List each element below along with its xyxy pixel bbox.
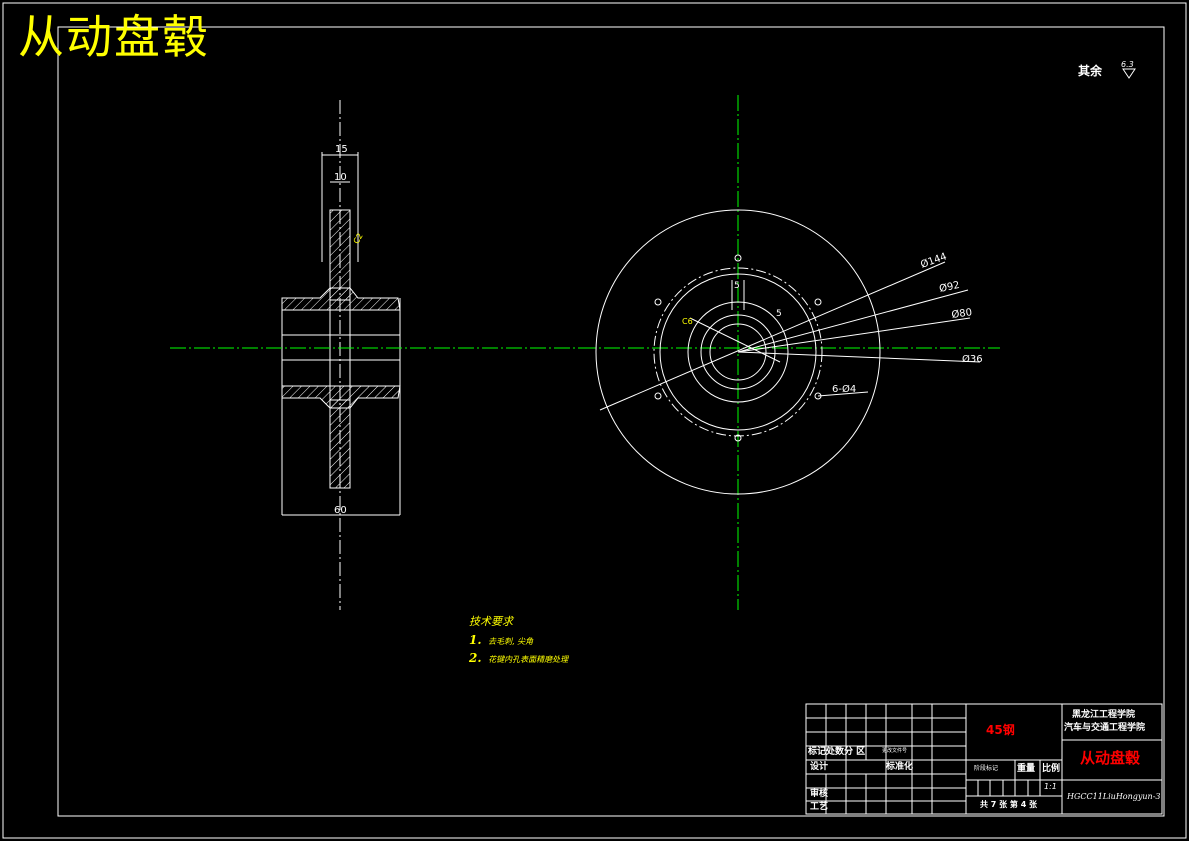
tech-item-text: 去毛刺, 尖角 [488, 637, 534, 646]
part-name: 从动盘毂 [1080, 749, 1141, 767]
dim-d144: Ø144 [919, 250, 948, 271]
circle-80 [659, 273, 817, 431]
section-view [170, 100, 580, 610]
school-line1: 黑龙江工程学院 [1072, 710, 1136, 720]
revision-labels: 标记处数分 区 [808, 747, 866, 757]
tech-item-num: 1. [469, 633, 482, 647]
outer-circle-144 [595, 209, 881, 495]
hub-circle [687, 301, 789, 403]
dim-d36: Ø36 [962, 353, 983, 365]
revision-doc: 更改文件号 [882, 748, 908, 754]
drawing-number: HGCC11LiuHongyun-3 [1067, 792, 1161, 801]
tech-item: 2. 花键内孔表面精磨处理 [469, 650, 568, 668]
dim-section-chamfer: C2 [352, 232, 365, 246]
upper-hub-hatch [281, 287, 401, 311]
tech-item-num: 2. [469, 651, 482, 665]
dim-front-chamfer: C6 [682, 317, 693, 326]
dim-hub-tip: 10 [334, 172, 347, 183]
inner-border [57, 26, 1165, 817]
weight-label: 重量 [1017, 764, 1036, 774]
dim-overall-length: 60 [334, 505, 347, 516]
dim-spline-w: 5 [734, 281, 740, 291]
roughness-label: 其余 [1078, 64, 1103, 78]
scale-label: 比例 [1042, 764, 1061, 774]
title-block-grid [805, 703, 1163, 815]
spline-root [700, 314, 776, 390]
process-label: 工艺 [810, 802, 829, 812]
material: 45钢 [986, 723, 1015, 737]
spline-tip [709, 323, 767, 381]
school-line2: 汽车与交通工程学院 [1064, 723, 1146, 733]
drawing-title: 从动盘毂 [18, 10, 210, 64]
dim-holes: 6-Ø4 [832, 383, 856, 395]
stage-label: 阶段标记 [974, 765, 999, 772]
tech-heading: 技术要求 [469, 615, 513, 628]
standard-label: 标准化 [886, 762, 914, 772]
review-label: 审核 [810, 789, 829, 799]
front-view [580, 95, 1000, 610]
dim-flange-width: 15 [335, 144, 348, 155]
dim-d80: Ø80 [951, 306, 973, 321]
dim-spline-h: 5 [776, 309, 782, 319]
bolt-circle-92 [653, 267, 823, 437]
designer-label: 设计 [810, 762, 829, 772]
roughness-symbol-icon [1122, 68, 1136, 79]
tech-requirements: 技术要求 1. 去毛刺, 尖角 2. 花键内孔表面精磨处理 [469, 613, 568, 668]
dim-d92: Ø92 [938, 279, 961, 295]
scale-value: 1:1 [1044, 782, 1057, 791]
tech-item-text: 花键内孔表面精磨处理 [488, 655, 569, 664]
tech-item: 1. 去毛刺, 尖角 [469, 632, 568, 650]
roughness-value: 6.3 [1121, 60, 1134, 69]
sheet-info: 共 7 张 第 4 张 [980, 800, 1038, 809]
